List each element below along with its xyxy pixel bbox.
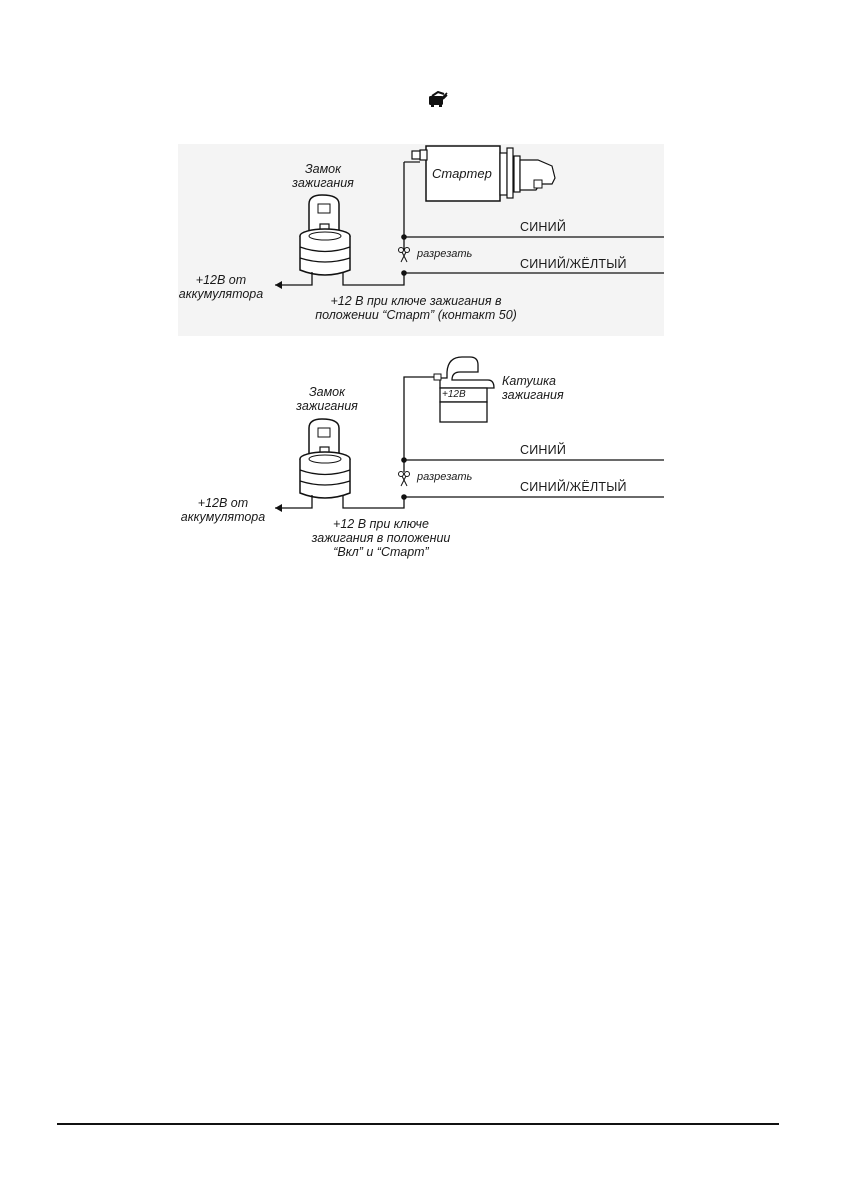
battery-label-2: +12В от аккумулятора [181, 496, 265, 524]
note-1: +12 В при ключе зажигания в положении “С… [315, 294, 517, 322]
note-line1: +12 В при ключе зажигания в [330, 294, 502, 308]
lock-label-line2: зажигания [296, 399, 358, 413]
battery-label-1: +12В от аккумулятора [179, 273, 263, 301]
battery-line2: аккумулятора [180, 510, 266, 524]
wire-blue-label: СИНИЙ [520, 220, 567, 234]
lock-label-line1: Замок [308, 385, 346, 399]
wire-blue-label: СИНИЙ [520, 443, 567, 457]
cut-label: разрезать [417, 471, 473, 483]
ignition-coil-icon [433, 356, 495, 423]
battery-line1: +12В от [195, 273, 247, 287]
scissors-icon [398, 247, 410, 263]
lock-label-1: Замок зажигания [292, 162, 354, 190]
starter-label: Стартер [432, 166, 492, 181]
car-hood-icon [429, 91, 448, 107]
ignition-lock-icon [299, 194, 351, 276]
diagram-starter-panel [178, 144, 664, 336]
wire-blue-yellow-label: СИНИЙ/ЖЁЛТЫЙ [520, 257, 627, 271]
scissors-icon [398, 471, 410, 487]
battery-line2: аккумулятора [178, 287, 264, 301]
note-line3: “Вкл” и “Старт” [333, 545, 429, 559]
lock-label-line2: зажигания [292, 176, 354, 190]
starter-motor-icon [404, 145, 556, 202]
battery-line1: +12В от [197, 496, 249, 510]
coil-label: Катушка зажигания [502, 374, 564, 402]
note-line2: положении “Старт” (контакт 50) [315, 308, 517, 322]
ignition-lock-icon [299, 418, 351, 499]
coil-label-line1: Катушка [502, 374, 556, 388]
lock-label-2: Замок зажигания [296, 385, 358, 413]
note-2: +12 В при ключе зажигания в положении “В… [312, 517, 451, 559]
lock-label-line1: Замок [304, 162, 342, 176]
coil-label-line2: зажигания [502, 388, 564, 402]
coil-terminal-label: +12В [442, 389, 466, 400]
cut-label: разрезать [417, 248, 473, 260]
note-line1: +12 В при ключе [333, 517, 429, 531]
footer-divider [57, 1123, 779, 1125]
note-line2: зажигания в положении [311, 531, 451, 545]
wire-blue-yellow-label: СИНИЙ/ЖЁЛТЫЙ [520, 480, 627, 494]
